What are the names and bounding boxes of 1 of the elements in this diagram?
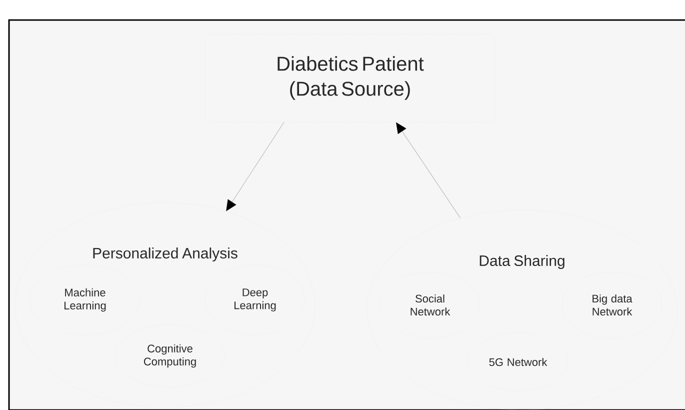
source-box: Diabetics Patient (Data Source) [204, 34, 496, 122]
